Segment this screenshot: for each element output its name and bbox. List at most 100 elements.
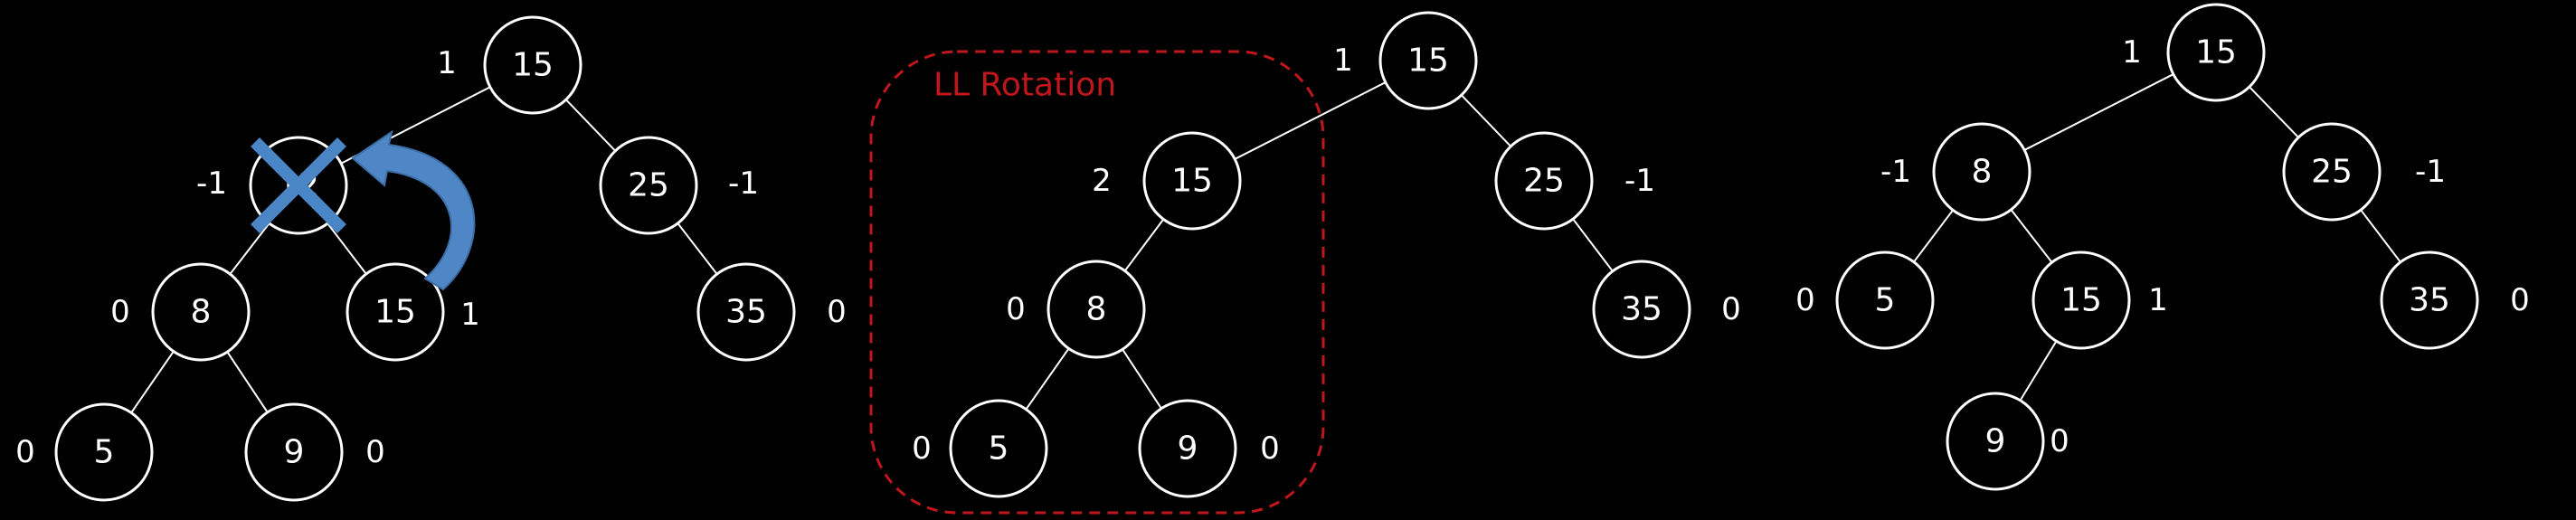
node-value: 5: [94, 434, 115, 471]
tree-node: 5: [949, 399, 1048, 498]
curved-arrow-icon: [351, 129, 476, 291]
tree-edge: [2360, 209, 2401, 263]
balance-factor: 0: [2050, 423, 2069, 459]
tree-edge: [2249, 86, 2299, 138]
node-circle: [54, 402, 154, 502]
tree-node: 5: [54, 402, 154, 502]
tree-edge: [1123, 218, 1165, 272]
tree-node: 9: [244, 402, 344, 502]
node-value: 9: [1985, 423, 2006, 460]
balance-factor: 0: [1260, 430, 1280, 467]
node-value: 35: [2409, 282, 2450, 319]
tree-nodes: 15122581535591515258355915825515359: [54, 3, 2479, 502]
node-circle: [244, 402, 344, 502]
tree-edge: [1234, 81, 1387, 160]
balance-factor: -1: [2415, 154, 2446, 190]
node-value: 25: [628, 167, 669, 204]
balance-factor: 0: [110, 294, 130, 330]
tree-node: 35: [2380, 251, 2479, 350]
balance-factor: 0: [912, 430, 932, 467]
deletion-annotations: [251, 129, 476, 291]
balance-factor: 1: [460, 297, 480, 333]
node-circle: [1835, 251, 1935, 350]
node-circle: [1932, 122, 2031, 222]
balance-factor: 0: [15, 434, 35, 470]
tree-edge: [2010, 209, 2053, 263]
balance-factor: 2: [1092, 163, 1112, 199]
tree-edge: [229, 222, 270, 275]
tree-node: 8: [1932, 122, 2031, 222]
balance-factor: 0: [1721, 291, 1741, 327]
node-value: 9: [284, 434, 305, 471]
tree-node: 35: [1592, 260, 1691, 359]
node-circle: [2380, 251, 2479, 350]
node-value: 5: [989, 430, 1009, 468]
tree-edge: [226, 351, 269, 413]
node-circle: [2282, 122, 2382, 222]
tree-node: 25: [2282, 122, 2382, 222]
tree-node: 15: [1378, 11, 1478, 110]
tree-node: 35: [696, 262, 796, 362]
node-circle: [1946, 392, 2045, 491]
tree-node: 8: [151, 262, 251, 362]
balance-factor: 0: [1006, 291, 1026, 327]
node-value: 15: [2060, 282, 2102, 319]
tree-edge: [1025, 347, 1070, 411]
node-value: 25: [1523, 163, 1565, 200]
node-value: 35: [1621, 291, 1662, 328]
delete-x-icon: [251, 137, 346, 233]
balance-factor: -1: [1880, 154, 1911, 190]
tree-edge: [1122, 348, 1162, 410]
node-circle: [1142, 131, 1242, 231]
node-circle: [696, 262, 796, 362]
tree-edge: [1572, 218, 1614, 272]
rotation-dashed-box: [869, 50, 1325, 515]
rotation-label: LL Rotation: [933, 67, 1116, 104]
balance-factor: 1: [437, 45, 457, 81]
tree-node: 15: [2166, 3, 2266, 102]
tree-edge: [2019, 340, 2058, 402]
tree-node: 15: [483, 15, 582, 115]
tree-edge: [677, 222, 718, 275]
node-circle: [151, 262, 251, 362]
node-circle: [483, 15, 582, 115]
node-value: 8: [1972, 154, 1993, 191]
node-circle: [1378, 11, 1478, 110]
balance-factor: 0: [1795, 282, 1815, 318]
balance-factor: 1: [2148, 282, 2168, 318]
balance-factor: 1: [1333, 43, 1353, 79]
tree-edge: [1461, 94, 1511, 147]
tree-node: 5: [1835, 251, 1935, 350]
node-circle: [346, 262, 445, 362]
node-circle: [2031, 251, 2131, 350]
tree-edge: [130, 351, 175, 413]
tree-node: 25: [599, 136, 698, 235]
node-circle: [1494, 131, 1594, 231]
rotation-highlight-group: LL Rotation: [869, 50, 1325, 515]
node-value: 15: [1171, 163, 1213, 200]
tree-node: 8: [1046, 260, 1146, 359]
node-value: 9: [1178, 430, 1198, 468]
tree-edge: [2023, 73, 2174, 151]
balance-factor: -1: [728, 165, 759, 202]
node-value: 15: [2195, 34, 2237, 71]
balance-factor: 1: [2122, 34, 2142, 71]
tree-node: 9: [1946, 392, 2045, 491]
balance-factor: -1: [196, 165, 227, 202]
node-circle: [599, 136, 698, 235]
node-value: 8: [1086, 291, 1107, 328]
node-value: 15: [1407, 43, 1449, 80]
tree-node: 15: [1142, 131, 1242, 231]
balance-factor: -1: [1624, 163, 1655, 199]
node-circle: [1138, 399, 1237, 498]
balance-factor: 0: [827, 294, 847, 330]
tree-node: 9: [1138, 399, 1237, 498]
node-circle: [1046, 260, 1146, 359]
node-circle: [2166, 3, 2266, 102]
node-circle: [949, 399, 1048, 498]
node-value: 5: [1875, 282, 1896, 319]
balance-factor: 0: [365, 434, 385, 470]
